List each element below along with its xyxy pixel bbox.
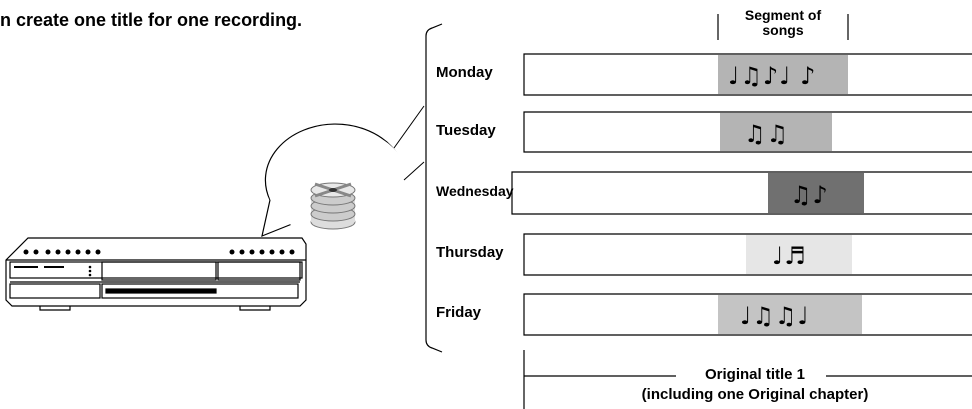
recording-bar-tuesday	[523, 111, 972, 153]
page-heading: n create one title for one recording.	[0, 10, 303, 30]
recording-bar-wednesday	[511, 171, 972, 215]
music-notes-wednesday: ♫♪	[790, 181, 829, 209]
day-label-thursday: Thursday	[436, 244, 504, 261]
original-title-sublabel: (including one Original chapter)	[641, 386, 869, 403]
recording-bar-thursday	[523, 233, 972, 276]
music-notes-thursday: ♩♬	[772, 242, 807, 270]
music-notes-monday: ♩♫♪♩ ♪	[728, 62, 817, 90]
day-label-tuesday: Tuesday	[436, 122, 496, 139]
song-segment-wednesday	[768, 173, 864, 213]
music-notes-friday: ♩♫♫♩	[740, 302, 810, 330]
week-bracket	[425, 23, 443, 353]
song-segment-thursday	[746, 235, 852, 274]
day-label-friday: Friday	[436, 304, 482, 321]
music-notes-tuesday: ♫♫	[744, 120, 790, 148]
song-segment-friday	[718, 295, 862, 334]
song-segment-tuesday	[720, 113, 832, 151]
day-label-wednesday: Wednesday	[436, 183, 514, 199]
song-segment-monday	[718, 55, 848, 94]
day-label-monday: Monday	[436, 64, 493, 81]
original-title-label: Original title 1	[704, 366, 806, 383]
segment-of-songs-label: Segment of	[744, 7, 822, 23]
segment-of-songs-label-line2: songs	[762, 22, 804, 38]
recording-bar-monday	[523, 53, 972, 96]
dvd-recorder-icon	[5, 237, 307, 311]
disc-stack-icon	[310, 182, 356, 230]
recording-bar-friday	[523, 293, 972, 336]
